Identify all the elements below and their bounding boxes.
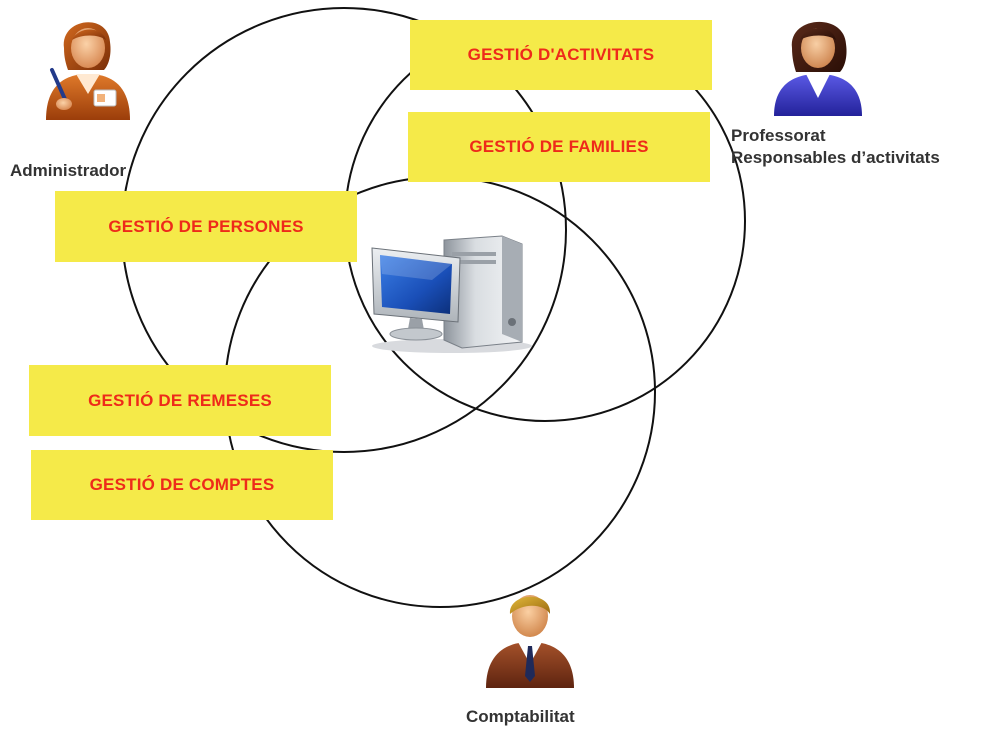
comptabilitat-label: Comptabilitat	[466, 707, 575, 726]
administrador-label: Administrador	[10, 161, 127, 180]
female-clerk-icon	[46, 22, 130, 120]
module-label: GESTIÓ D'ACTIVITATS	[467, 45, 655, 64]
module-gestio-activitats: GESTIÓ D'ACTIVITATS	[410, 20, 712, 90]
module-label: GESTIÓ DE REMESES	[88, 390, 272, 410]
module-gestio-remeses: GESTIÓ DE REMESES	[29, 365, 331, 436]
module-gestio-comptes: GESTIÓ DE COMPTES	[31, 450, 333, 520]
module-label: GESTIÓ DE COMPTES	[89, 475, 275, 494]
module-label: GESTIÓ DE FAMILIES	[469, 137, 649, 156]
professorat-label: Professorat Responsables d’activitats	[731, 125, 940, 169]
professorat-label-line1: Professorat	[731, 126, 826, 145]
module-gestio-families: GESTIÓ DE FAMILIES	[408, 112, 710, 182]
module-gestio-persones: GESTIÓ DE PERSONES	[55, 191, 357, 262]
female-user-icon	[774, 21, 862, 116]
professorat-label-line2: Responsables d’activitats	[731, 148, 940, 167]
module-label: GESTIÓ DE PERSONES	[108, 216, 304, 236]
businessman-icon	[486, 595, 574, 688]
desktop-computer-icon	[371, 235, 532, 353]
